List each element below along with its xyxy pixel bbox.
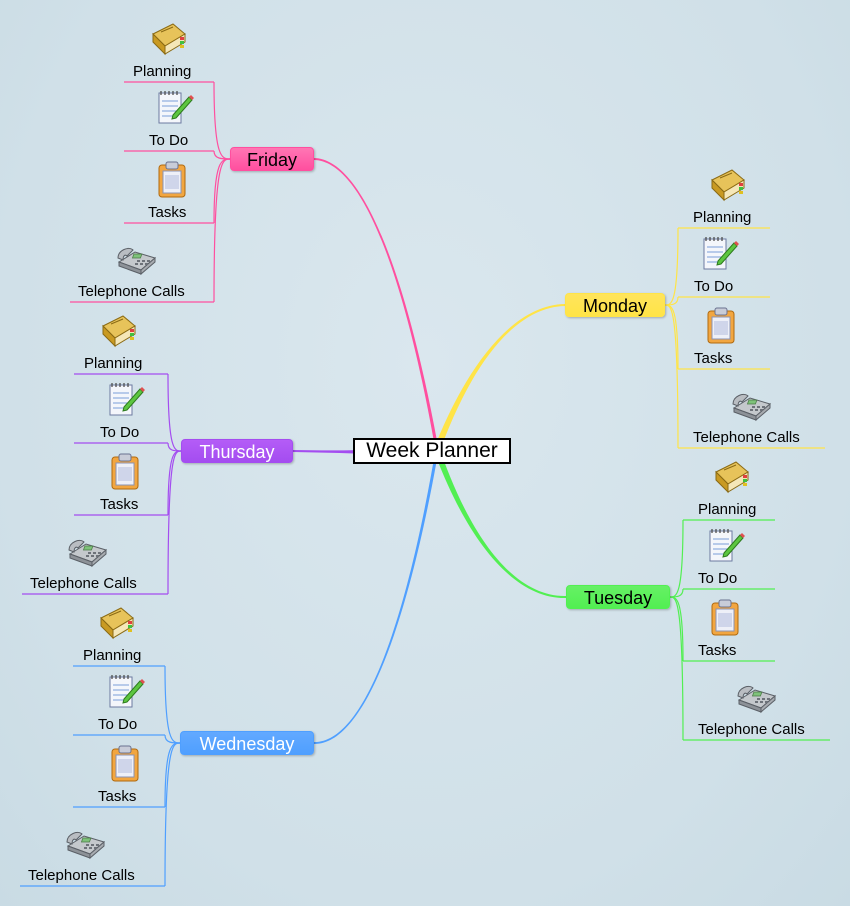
clipboard-tasks-icon bbox=[104, 453, 146, 491]
branch-friday[interactable]: Friday bbox=[230, 147, 314, 171]
connector-thursday-3 bbox=[167, 450, 182, 595]
connector-monday-0 bbox=[664, 227, 679, 306]
connector-friday-0 bbox=[213, 81, 231, 160]
monday-todo-label[interactable]: To Do bbox=[694, 278, 734, 295]
friday-calls-label[interactable]: Telephone Calls bbox=[78, 283, 185, 300]
link-friday bbox=[314, 158, 437, 459]
connector-thursday-0 bbox=[167, 373, 182, 452]
central-topic[interactable]: Week Planner bbox=[353, 438, 511, 464]
friday-planning-label[interactable]: Planning bbox=[133, 63, 192, 80]
todo-notepad-icon bbox=[153, 89, 195, 127]
thursday-planning-label[interactable]: Planning bbox=[84, 355, 143, 372]
connector-monday-3 bbox=[664, 304, 679, 449]
thursday-tasks-label[interactable]: Tasks bbox=[100, 496, 139, 513]
connector-friday-3 bbox=[213, 158, 231, 303]
todo-notepad-icon bbox=[104, 381, 146, 419]
wednesday-todo-label[interactable]: To Do bbox=[98, 716, 138, 733]
connector-tuesday-3 bbox=[669, 596, 684, 741]
todo-notepad-icon bbox=[704, 527, 746, 565]
link-monday bbox=[437, 304, 565, 459]
planner-book-icon bbox=[97, 312, 139, 350]
clipboard-tasks-icon bbox=[704, 599, 746, 637]
wednesday-calls-label[interactable]: Telephone Calls bbox=[28, 867, 135, 884]
thursday-calls-label[interactable]: Telephone Calls bbox=[30, 575, 137, 592]
branch-thursday[interactable]: Thursday bbox=[181, 439, 293, 463]
telephone-icon bbox=[735, 678, 777, 716]
thursday-todo-label[interactable]: To Do bbox=[100, 424, 140, 441]
todo-notepad-icon bbox=[698, 235, 740, 273]
friday-todo-label[interactable]: To Do bbox=[149, 132, 189, 149]
connector-wednesday-3 bbox=[164, 742, 181, 887]
tuesday-planning-label[interactable]: Planning bbox=[698, 501, 757, 518]
telephone-icon bbox=[64, 824, 106, 862]
telephone-icon bbox=[730, 386, 772, 424]
tuesday-todo-label[interactable]: To Do bbox=[698, 570, 738, 587]
monday-tasks-label[interactable]: Tasks bbox=[694, 350, 733, 367]
clipboard-tasks-icon bbox=[151, 161, 193, 199]
telephone-icon bbox=[66, 532, 108, 570]
tuesday-tasks-label[interactable]: Tasks bbox=[698, 642, 737, 659]
monday-planning-label[interactable]: Planning bbox=[693, 209, 752, 226]
connector-friday-2 bbox=[213, 158, 231, 224]
link-wednesday bbox=[314, 441, 437, 745]
monday-calls-label[interactable]: Telephone Calls bbox=[693, 429, 800, 446]
wednesday-planning-label[interactable]: Planning bbox=[83, 647, 142, 664]
connector-tuesday-0 bbox=[669, 519, 684, 598]
planner-book-icon bbox=[95, 604, 137, 642]
branch-tuesday[interactable]: Tuesday bbox=[566, 585, 670, 609]
telephone-icon bbox=[115, 240, 157, 278]
branch-monday[interactable]: Monday bbox=[565, 293, 665, 317]
clipboard-tasks-icon bbox=[104, 745, 146, 783]
friday-tasks-label[interactable]: Tasks bbox=[148, 204, 187, 221]
wednesday-tasks-label[interactable]: Tasks bbox=[98, 788, 137, 805]
tuesday-calls-label[interactable]: Telephone Calls bbox=[698, 721, 805, 738]
planner-book-icon bbox=[706, 166, 748, 204]
planner-book-icon bbox=[147, 20, 189, 58]
link-tuesday bbox=[437, 441, 566, 599]
todo-notepad-icon bbox=[104, 673, 146, 711]
connector-wednesday-0 bbox=[164, 665, 181, 744]
planner-book-icon bbox=[710, 458, 752, 496]
clipboard-tasks-icon bbox=[700, 307, 742, 345]
connector-wednesday-2 bbox=[164, 742, 181, 808]
branch-wednesday[interactable]: Wednesday bbox=[180, 731, 314, 755]
